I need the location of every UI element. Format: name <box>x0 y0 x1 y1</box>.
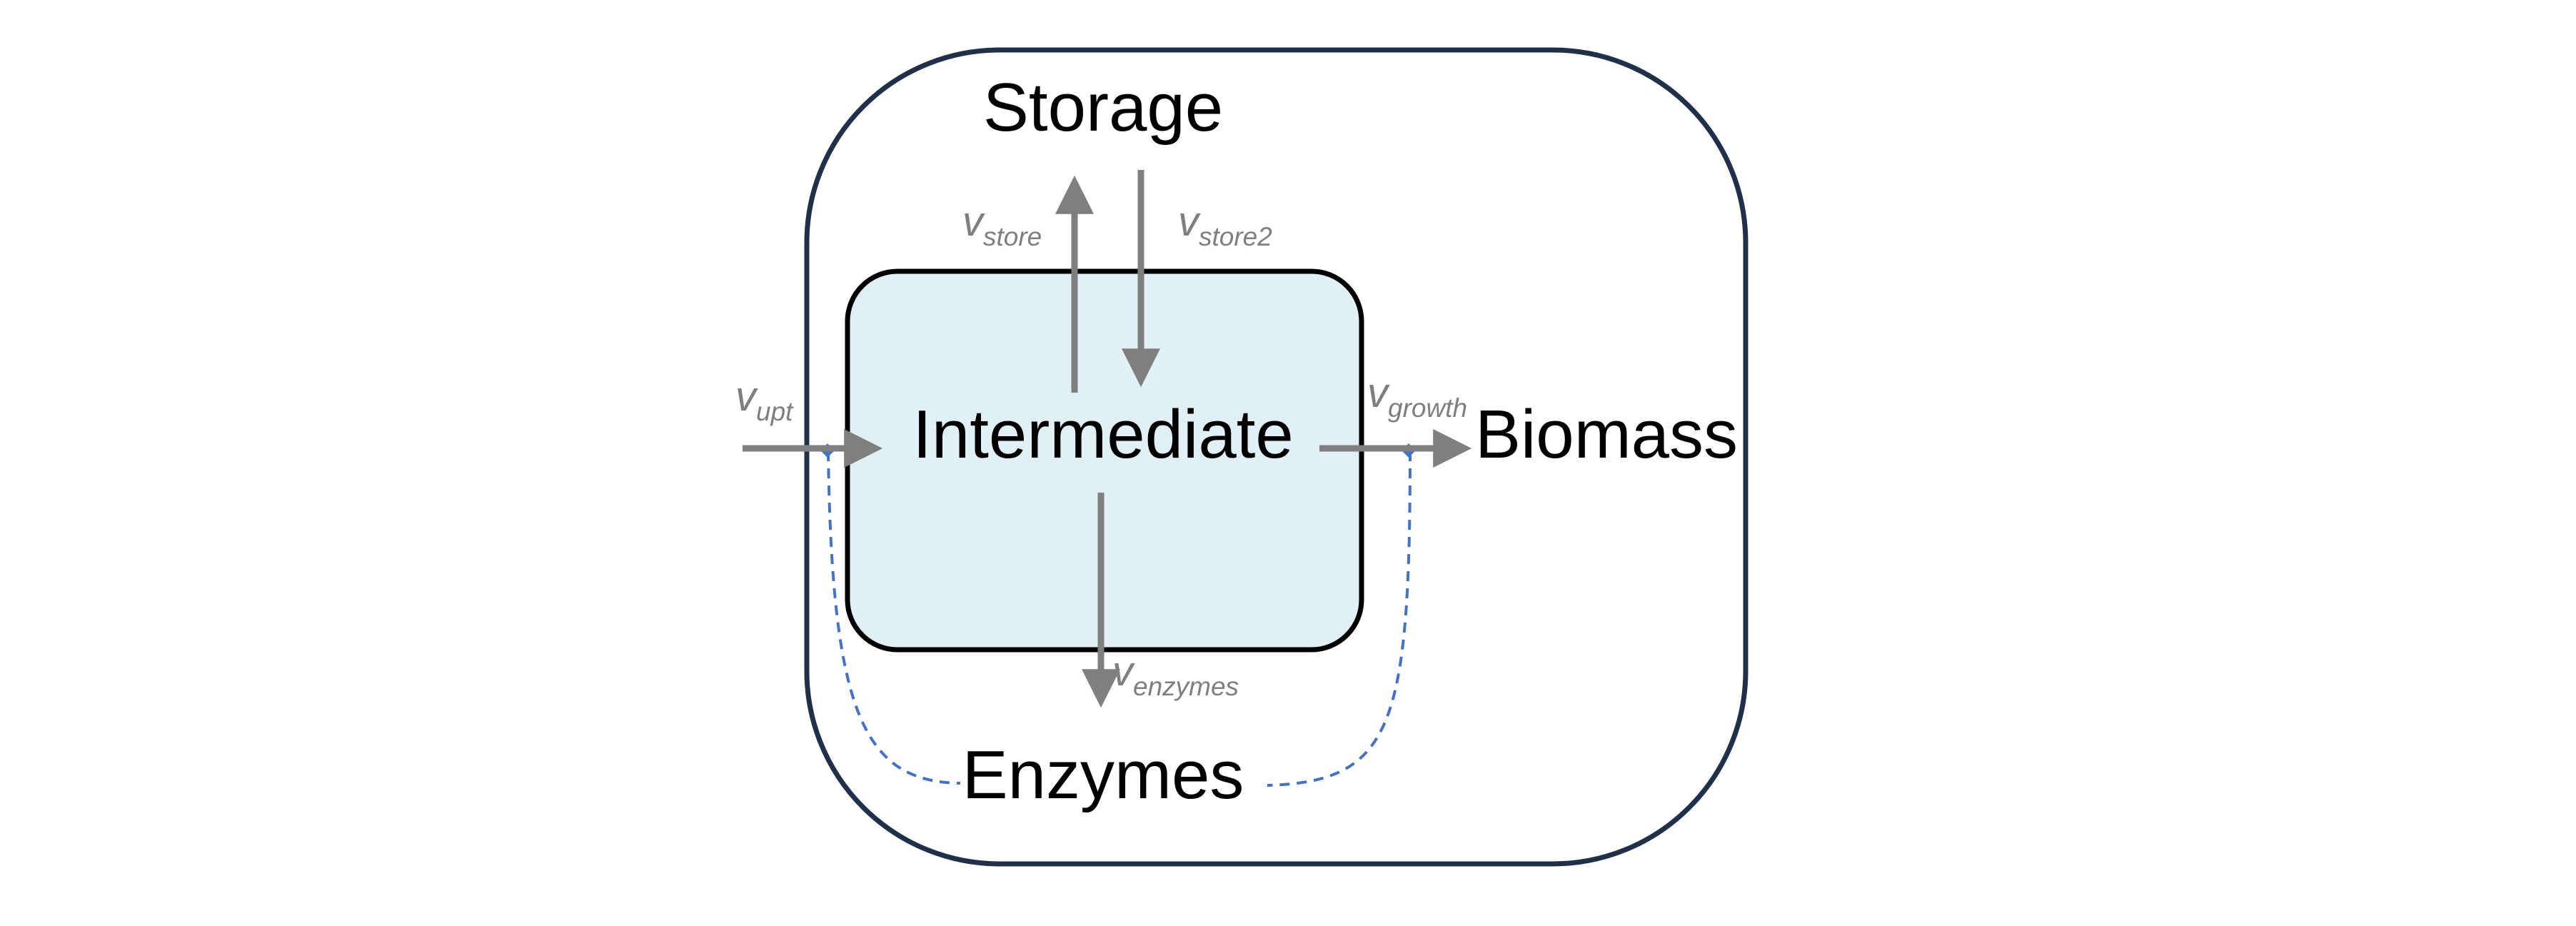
flux-label-store: vstore <box>962 198 1042 251</box>
storage-label: Storage <box>983 69 1223 146</box>
flux-label-growth: vgrowth <box>1367 370 1467 423</box>
intermediate-label: Intermediate <box>912 396 1294 473</box>
regulation-line-growth <box>1267 451 1412 787</box>
regulation-line-uptake <box>827 451 961 785</box>
flux-label-upt: vupt <box>735 373 794 426</box>
cell-boundary <box>804 47 1749 867</box>
biomass-label: Biomass <box>1475 396 1738 473</box>
flux-label-enzymes: venzymes <box>1112 648 1239 701</box>
enzymes-label: Enzymes <box>962 737 1244 813</box>
flux-label-store2: vstore2 <box>1178 198 1272 251</box>
